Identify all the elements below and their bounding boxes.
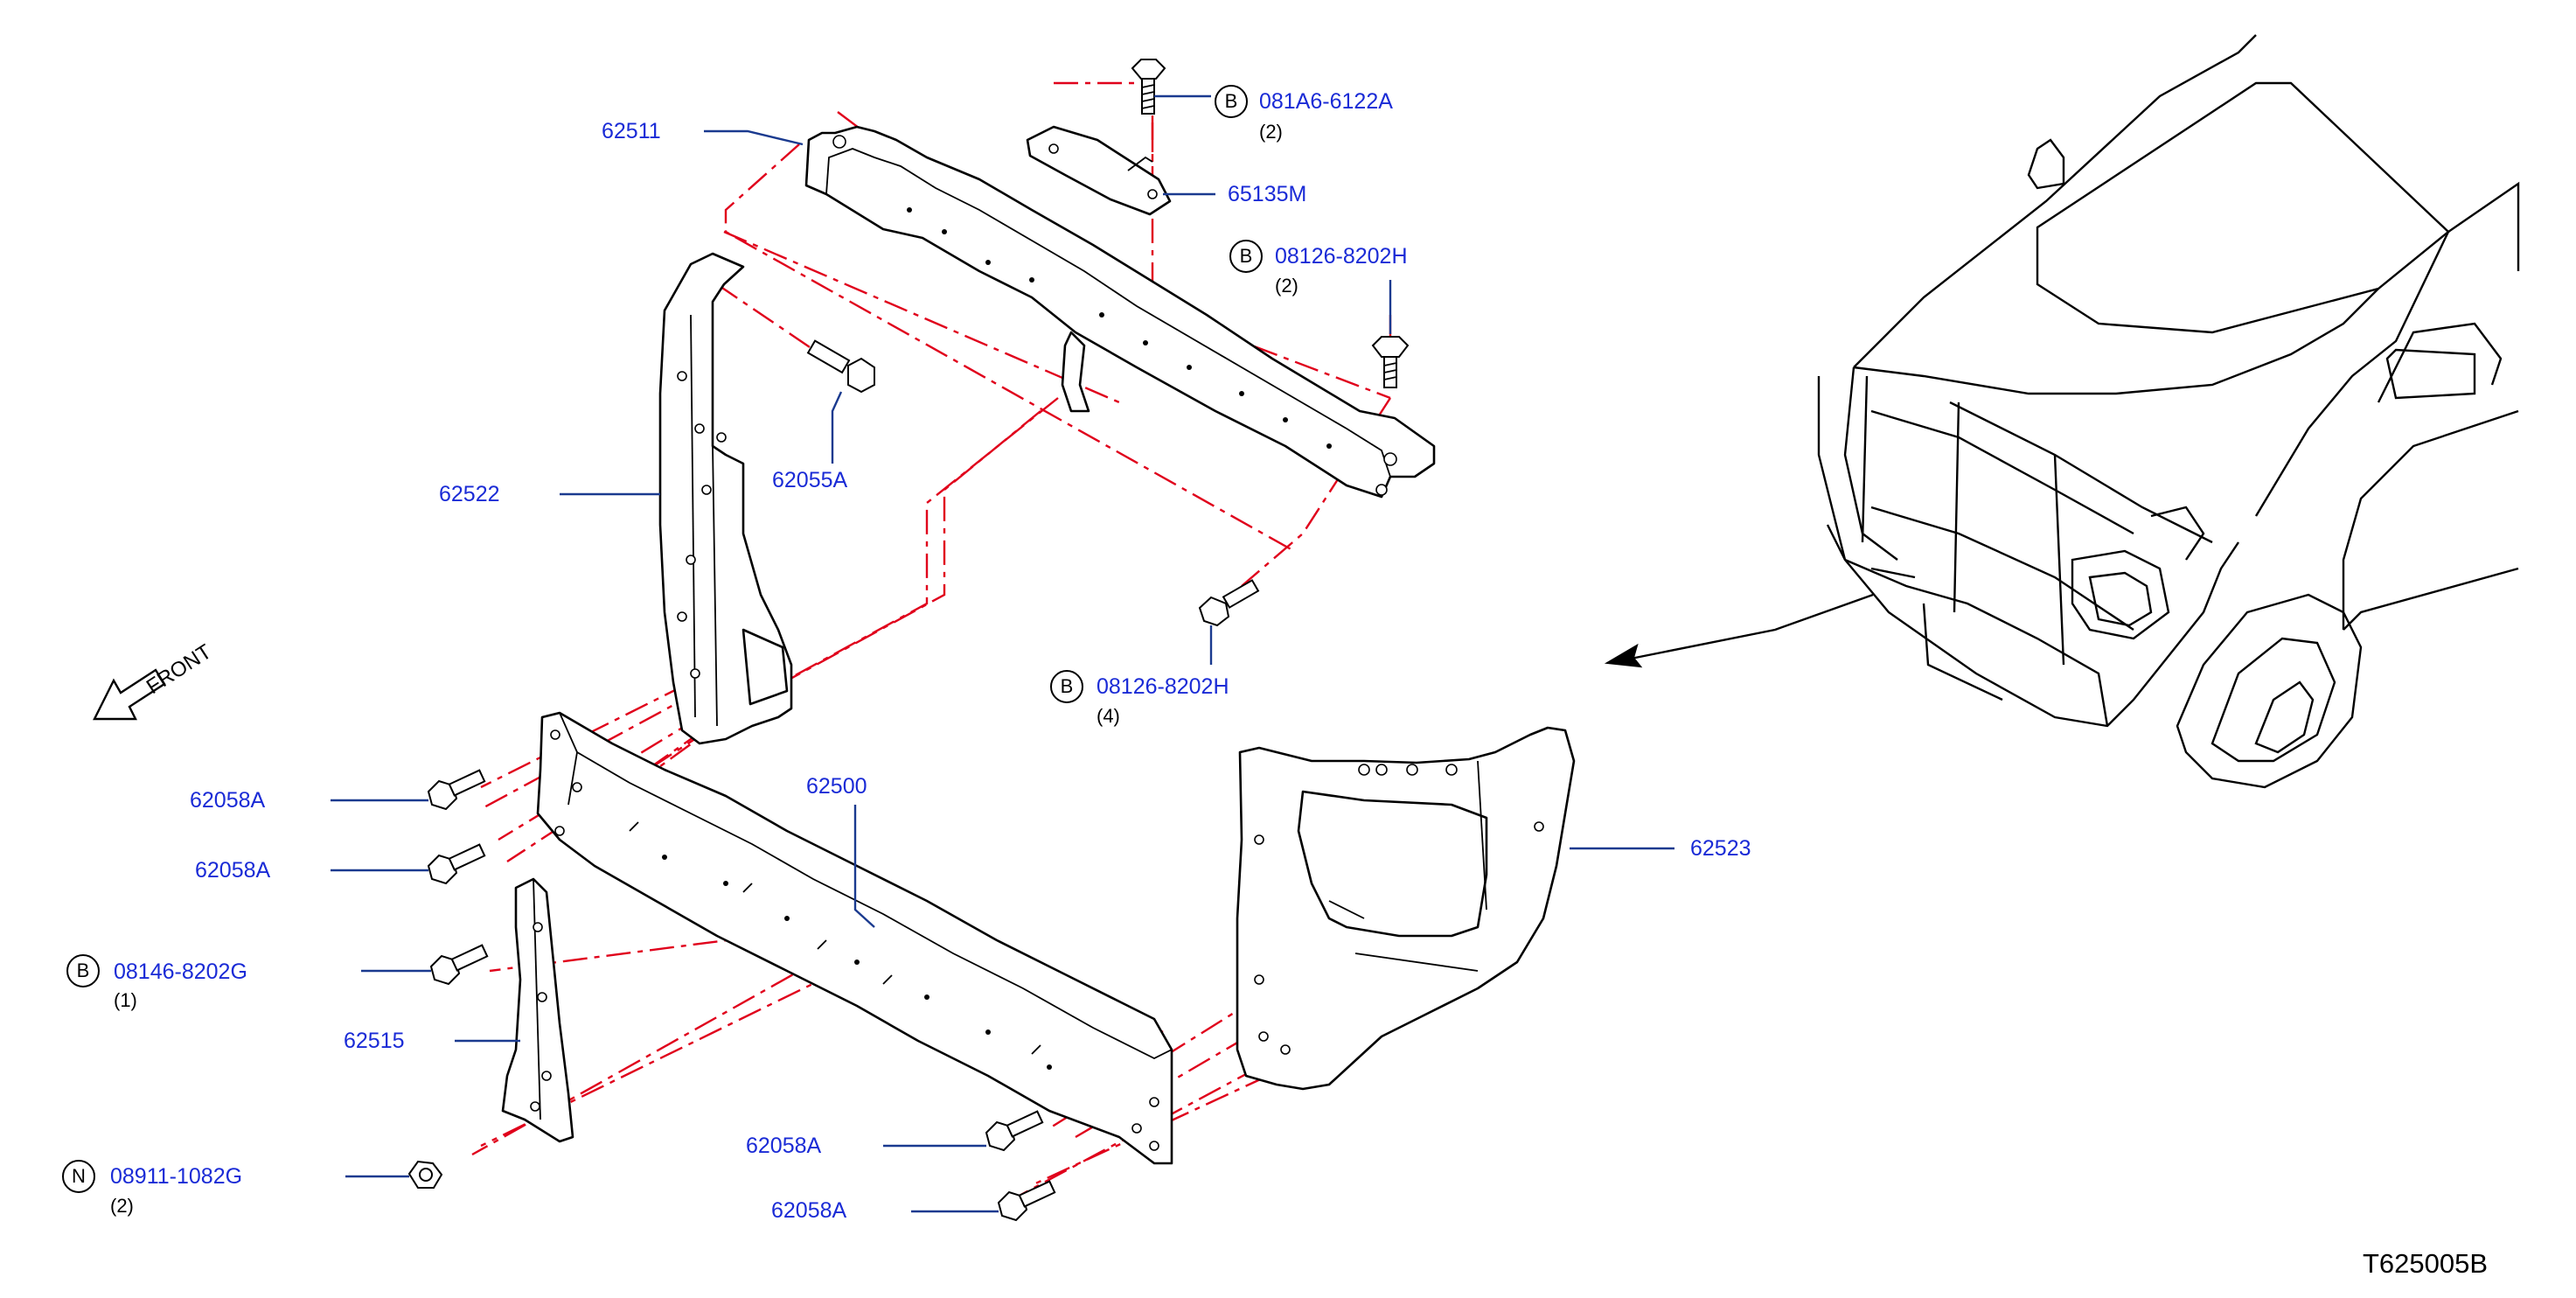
part-label-62523: 62523	[1690, 836, 1751, 861]
fastener-part-08126-8202h: 08126-8202H	[1097, 674, 1229, 699]
nut-08911-1082g	[407, 1160, 443, 1189]
front-direction-arrow	[93, 668, 166, 721]
leader-lines	[331, 94, 1674, 1213]
bolt-08126-8202h-mid	[1198, 579, 1260, 627]
part-label-62058a-1: 62058A	[190, 788, 266, 813]
fastener-badge-n: N	[62, 1160, 95, 1193]
part-label-62058a-2: 62058A	[195, 858, 271, 883]
lower-core-support	[536, 711, 1173, 1165]
fastener-qty: (1)	[114, 989, 137, 1011]
part-label-62500: 62500	[806, 774, 867, 799]
fastener-qty: (2)	[110, 1195, 134, 1217]
part-label-62058a-4: 62058A	[771, 1198, 847, 1223]
right-side-member	[1236, 726, 1576, 1091]
fastener-badge-b: B	[1215, 85, 1248, 118]
bracket-65135m	[1026, 125, 1172, 216]
diagram-reference-code: T625005B	[2363, 1248, 2489, 1279]
upper-support-bar	[804, 125, 1436, 499]
bolt-08126-8202h-top	[1371, 336, 1410, 388]
part-label-62522: 62522	[439, 482, 500, 506]
fastener-badge-b: B	[1050, 670, 1083, 703]
bolt-081a6-6122a	[1131, 59, 1166, 115]
vehicle-location-sketch	[1604, 34, 2520, 789]
fastener-part-08126-8202h: 08126-8202H	[1275, 244, 1408, 269]
fastener-badge-b: B	[1229, 240, 1263, 273]
bolt-08146-8202g	[429, 944, 489, 986]
part-label-62058a-3: 62058A	[746, 1134, 822, 1158]
part-label-62055a: 62055A	[772, 468, 848, 492]
part-label-62515: 62515	[344, 1029, 405, 1053]
bolt-62058a-4	[997, 1180, 1056, 1222]
bolt-62058a-1	[427, 769, 486, 811]
fastener-qty: (2)	[1275, 275, 1298, 297]
center-stay	[501, 877, 574, 1143]
part-label-65135m: 65135M	[1228, 182, 1307, 206]
fastener-badge-b: B	[66, 954, 100, 987]
fastener-part-081a6-6122a: 081A6-6122A	[1259, 89, 1393, 114]
fastener-part-08146-8202g: 08146-8202G	[114, 960, 247, 984]
bolt-62058a-2	[427, 843, 486, 885]
fastener-part-08911-1082g: 08911-1082G	[110, 1164, 243, 1189]
fastener-qty: (2)	[1259, 121, 1283, 143]
left-side-member	[658, 252, 793, 745]
bolt-62055a	[806, 339, 875, 394]
part-label-62511: 62511	[602, 119, 661, 143]
bolt-62058a-3	[985, 1110, 1044, 1152]
fastener-qty: (4)	[1097, 705, 1120, 727]
